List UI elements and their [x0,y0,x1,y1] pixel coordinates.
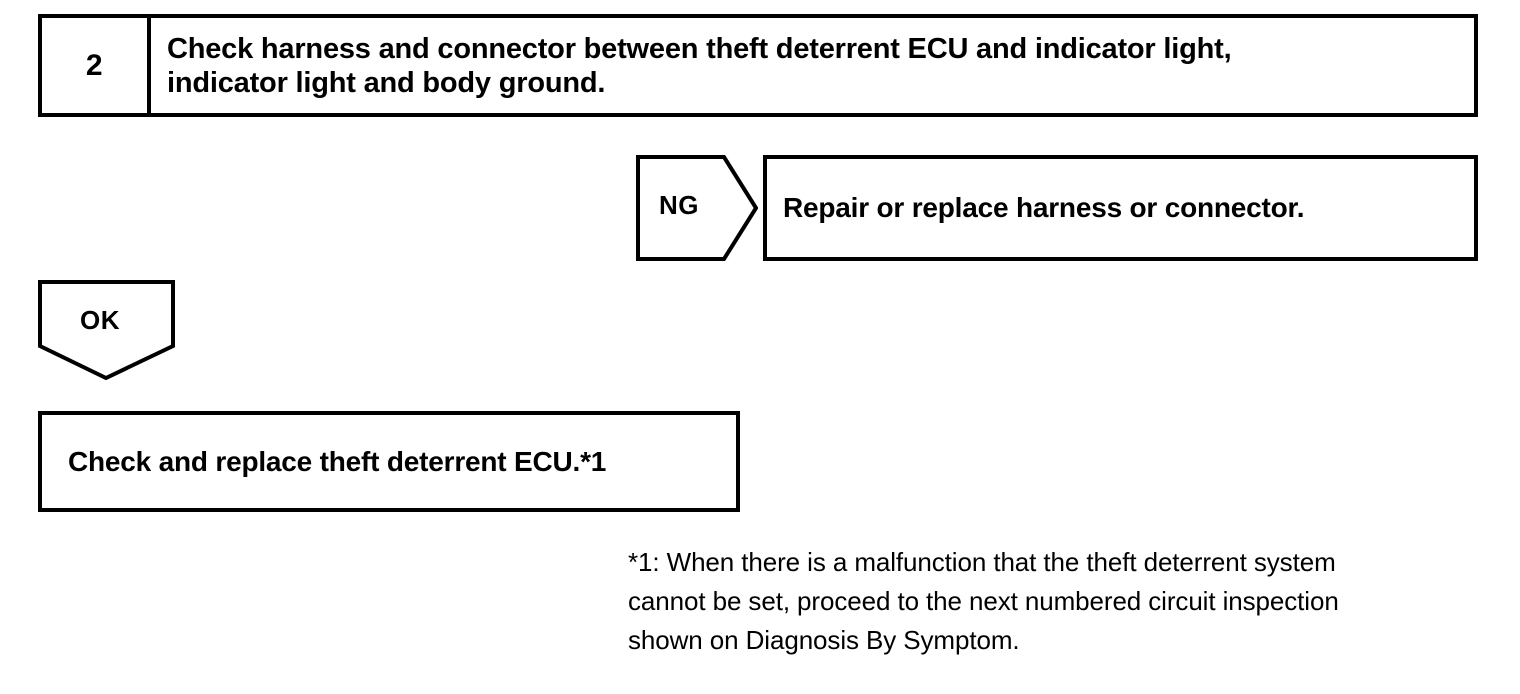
ng-branch-label: NG [659,190,699,220]
step-number-cell: 2 [42,18,151,113]
ng-pentagon-shape [636,155,758,261]
footnote-text: *1: When there is a malfunction that the… [628,547,1339,655]
step-number: 2 [85,48,104,82]
step-text-cell: Check harness and connector between thef… [151,18,1474,113]
ok-result-text: Check and replace theft deterrent ECU.*1 [68,445,607,477]
step-instruction-text: Check harness and connector between thef… [167,32,1232,99]
ok-result-box: Check and replace theft deterrent ECU.*1 [38,411,740,512]
ng-result-box: Repair or replace harness or connector. [763,155,1478,261]
step-instruction-box: 2 Check harness and connector between th… [38,14,1478,117]
ok-branch-label: OK [80,305,120,335]
ok-branch-arrow [38,280,175,380]
ng-branch-arrow [636,155,758,261]
ng-result-text: Repair or replace harness or connector. [783,192,1305,223]
ok-pentagon-shape [38,280,175,380]
